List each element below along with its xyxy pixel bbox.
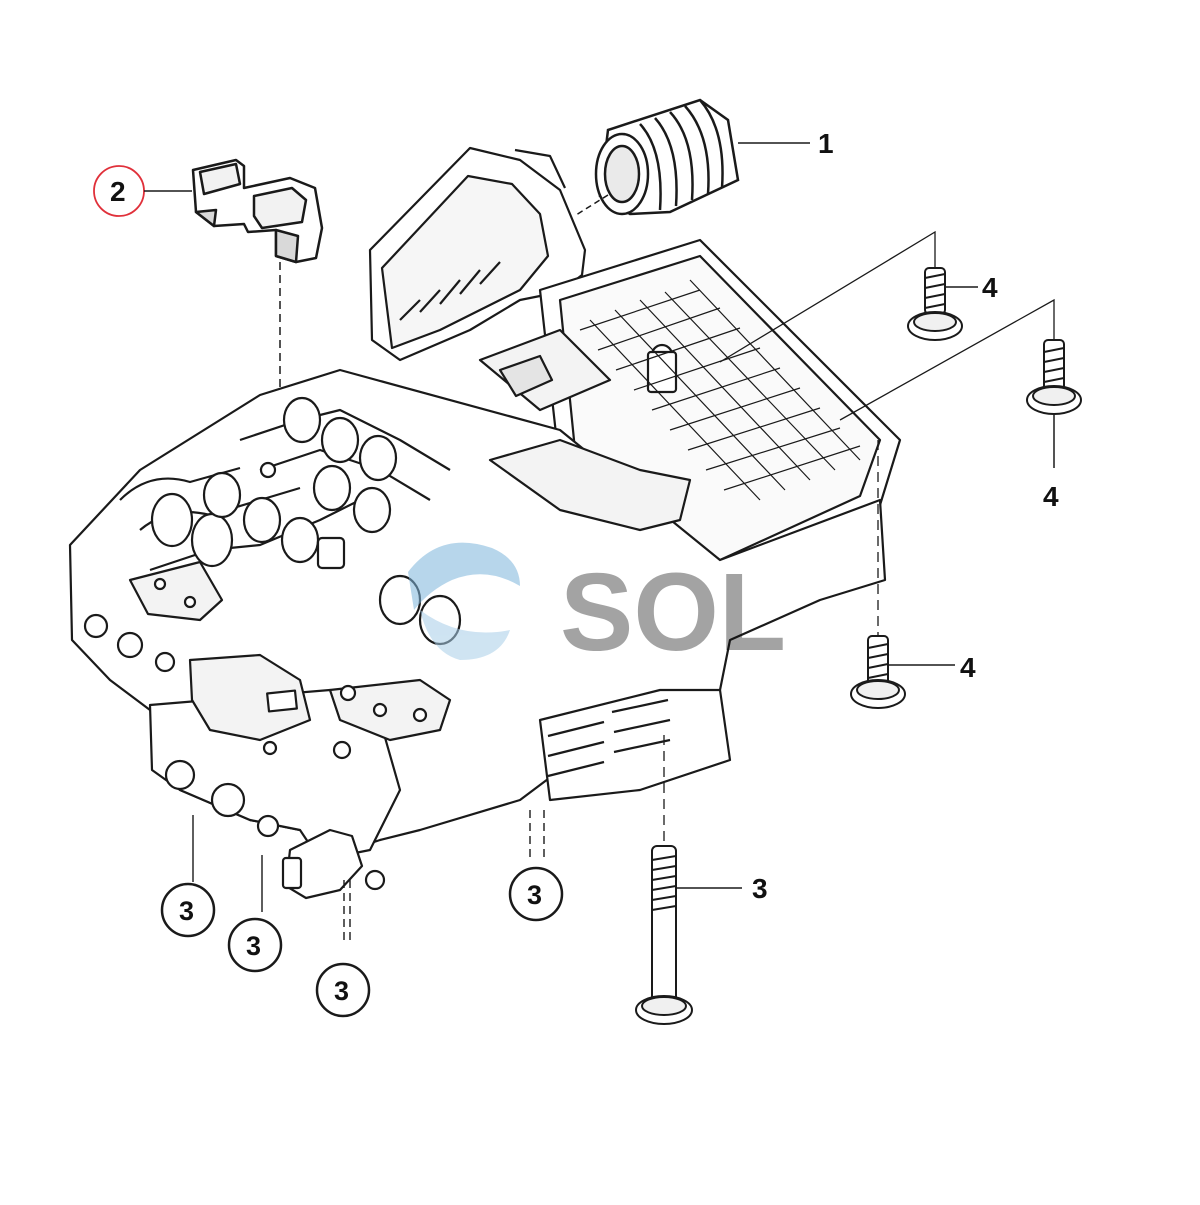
part-4-screw-right [1026, 339, 1082, 415]
part-4-screw-middle [850, 635, 906, 709]
callout-4-right: 4 [1043, 481, 1059, 512]
callout-3-circle-b: 3 [227, 917, 283, 973]
grid-plate-ribs [579, 279, 861, 501]
callout-3-long-bolt: 3 [752, 873, 768, 904]
callout-2-highlight: 2 [93, 165, 192, 217]
screw-top-guide [719, 230, 936, 363]
callout-3-circle-d: 3 [508, 866, 564, 922]
part-4-screw-top [907, 267, 963, 341]
part-1-sleeve [594, 98, 740, 216]
part-1-dashed-guide [575, 194, 609, 216]
callout-1: 1 [818, 128, 834, 159]
part-2-adapter [191, 158, 324, 264]
callout-3-d-text: 3 [527, 880, 542, 910]
watermark-text: SOL [560, 551, 786, 674]
callout-3-c-text: 3 [334, 976, 349, 1006]
watermark: SOL [408, 542, 786, 674]
circled-3-leaders [192, 810, 545, 945]
part-3-long-bolt [635, 845, 693, 1025]
callout-2: 2 [110, 176, 126, 207]
callout-4-top: 4 [982, 272, 998, 303]
callout-3-circle-c: 3 [315, 962, 371, 1018]
callout-3-a-text: 3 [179, 896, 194, 926]
callout-4-middle: 4 [960, 652, 976, 683]
callout-3-circle-a: 3 [160, 882, 216, 938]
valve-body [68, 146, 902, 900]
screw-right-guide [839, 298, 1055, 421]
callout-3-b-text: 3 [246, 931, 261, 961]
